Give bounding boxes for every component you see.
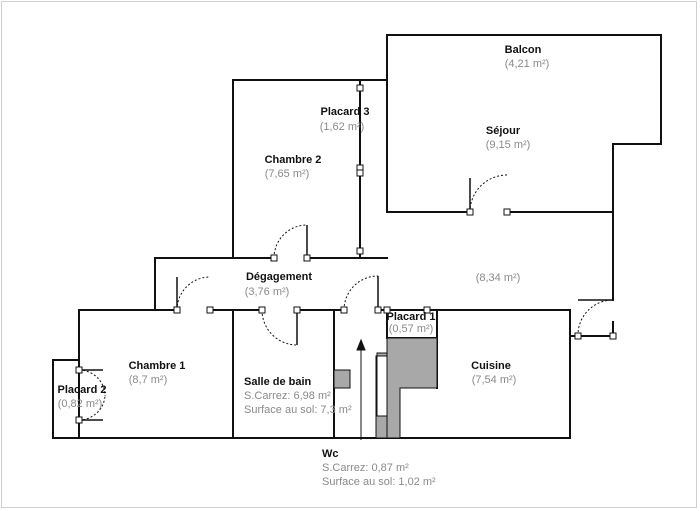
degagement-walls	[154, 257, 234, 309]
salle-de-bain-carrez: S.Carrez: 6,98 m²	[244, 390, 331, 402]
open-area-value: (8,34 m²)	[475, 272, 521, 284]
balcon-name: Balcon	[504, 44, 542, 56]
salle-de-bain-name: Salle de bain	[244, 376, 312, 388]
chambre2-area: (7,65 m²)	[264, 168, 310, 180]
wc-fixture	[375, 337, 438, 439]
sejour-name: Séjour	[485, 125, 521, 137]
degagement-area: (3,76 m²)	[244, 286, 290, 298]
cuisine-name: Cuisine	[471, 360, 511, 372]
cuisine-area: (7,54 m²)	[471, 374, 517, 386]
placard3-area: (1,62 m²)	[319, 121, 365, 133]
chambre1-area: (8,7 m²)	[128, 374, 168, 386]
chambre1-walls	[52, 309, 571, 439]
chambre1-name: Chambre 1	[128, 360, 186, 372]
placard3-name: Placard 3	[320, 106, 370, 118]
wc-sol: Surface au sol: 1,02 m²	[322, 476, 436, 488]
wc-carrez: S.Carrez: 0,87 m²	[322, 462, 409, 474]
salle-de-bain-sol: Surface au sol: 7,3 m²	[244, 404, 352, 416]
sejour-area: (9,15 m²)	[485, 139, 531, 151]
placard2-name: Placard 2	[57, 384, 107, 396]
chambre2-name: Chambre 2	[264, 154, 322, 166]
placard1-name: Placard 1	[386, 311, 436, 323]
balcon-area: (4,21 m²)	[504, 58, 550, 70]
wc-name: Wc	[322, 448, 339, 460]
chambre2-walls	[232, 79, 388, 259]
sink-fixture	[333, 369, 351, 389]
placard1-area: (0,57 m²)	[388, 323, 434, 335]
degagement-name: Dégagement	[245, 271, 313, 283]
balcon-walls	[386, 34, 662, 145]
placard2-area: (0,82 m²)	[57, 398, 103, 410]
